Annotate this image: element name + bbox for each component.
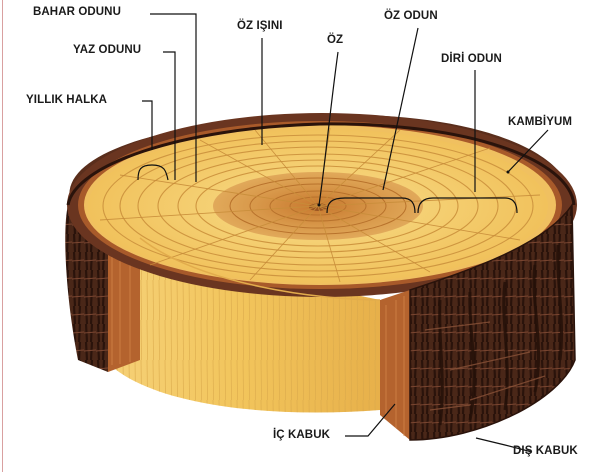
inner-bark-right [380, 290, 410, 440]
label-dis-kabuk: DIŞ KABUK [513, 445, 578, 457]
label-yaz-odunu: YAZ ODUNU [73, 44, 141, 56]
label-kambiyum: KAMBİYUM [508, 116, 572, 128]
label-oz-odun: ÖZ ODUN [384, 10, 438, 22]
label-yillik-halka: YILLIK HALKA [26, 94, 107, 106]
label-diri-odun: DİRİ ODUN [441, 53, 502, 65]
label-bahar-odunu: BAHAR ODUNU [33, 6, 121, 18]
label-ic-kabuk: İÇ KABUK [273, 429, 330, 441]
label-oz-isini: ÖZ IŞINI [237, 20, 283, 32]
label-oz: ÖZ [327, 34, 343, 46]
